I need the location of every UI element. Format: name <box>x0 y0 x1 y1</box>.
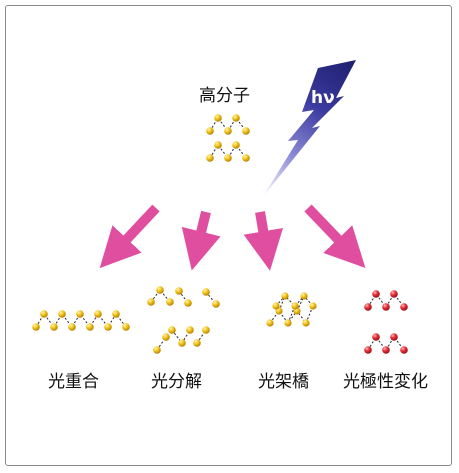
photodecomposition-label: 光分解 <box>151 372 202 392</box>
arrow-to-photodecomposition <box>181 210 221 271</box>
arrow-to-photocrosslinking <box>243 211 284 271</box>
photopolarity-change-label: 光極性変化 <box>343 372 428 392</box>
photodecomposition-structure <box>147 286 220 354</box>
arrow-to-photopolymerization <box>99 204 160 269</box>
photocrosslinking-structure <box>266 292 317 327</box>
source-polymer-label: 高分子 <box>199 86 250 106</box>
source-polymer-chains <box>209 117 247 159</box>
photopolymerization-structure <box>32 310 130 331</box>
lightning-bolt-icon <box>262 60 356 198</box>
source-polymer-beads <box>206 114 250 162</box>
photopolymerization-label: 光重合 <box>48 372 99 392</box>
photopolarity-change-structure <box>364 290 408 354</box>
diagram-frame <box>5 5 452 466</box>
light-label: hν <box>311 88 335 108</box>
reaction-arrows <box>99 204 366 271</box>
photocrosslinking-label: 光架橋 <box>258 372 309 392</box>
arrow-to-photopolarity-change <box>304 204 366 269</box>
